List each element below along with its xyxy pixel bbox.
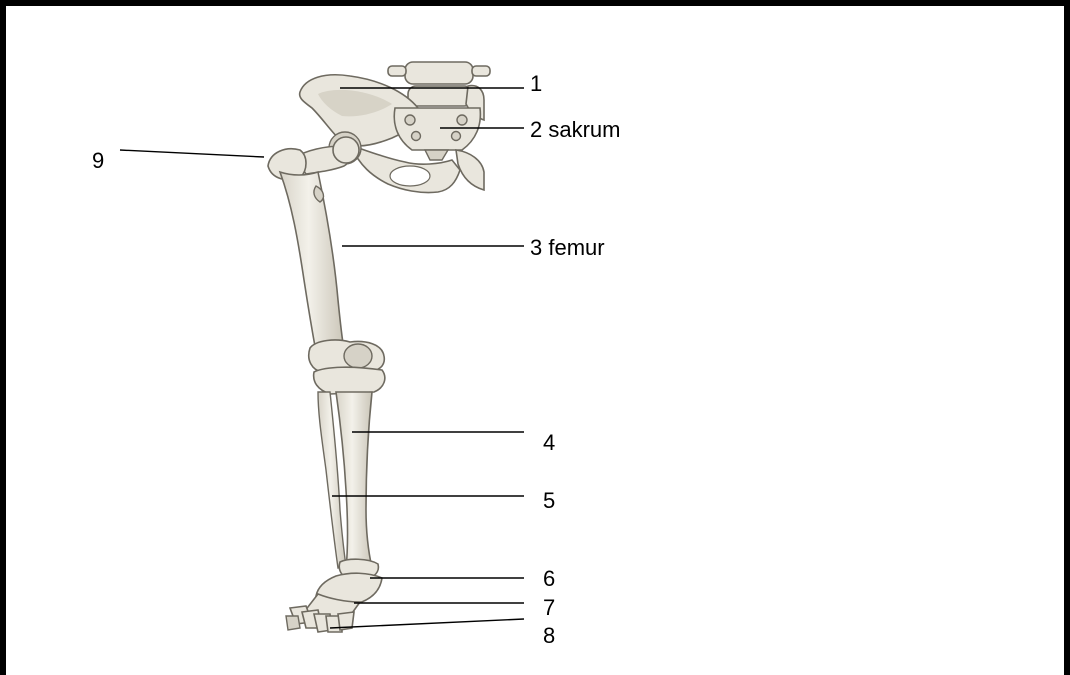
lumbar-vertebra-upper xyxy=(405,62,473,84)
sacrum-shape xyxy=(394,108,480,150)
label-8: 8 xyxy=(543,623,555,648)
femur-shaft xyxy=(280,172,344,352)
label-5: 5 xyxy=(543,488,555,513)
lower-leg-illustration xyxy=(314,367,385,578)
label-4: 4 xyxy=(543,430,555,455)
leader-9 xyxy=(120,150,264,157)
label-2-sakrum: 2 sakrum xyxy=(530,117,620,142)
label-7: 7 xyxy=(543,595,555,620)
leader-8 xyxy=(330,619,524,628)
femur-illustration xyxy=(268,137,384,372)
lumbar-vertebra-lower xyxy=(408,86,472,106)
label-3-femur: 3 femur xyxy=(530,235,605,260)
patella xyxy=(344,344,372,368)
pelvis-illustration xyxy=(300,62,490,193)
label-9: 9 xyxy=(92,148,104,173)
label-1: 1 xyxy=(530,71,542,96)
label-6: 6 xyxy=(543,566,555,591)
